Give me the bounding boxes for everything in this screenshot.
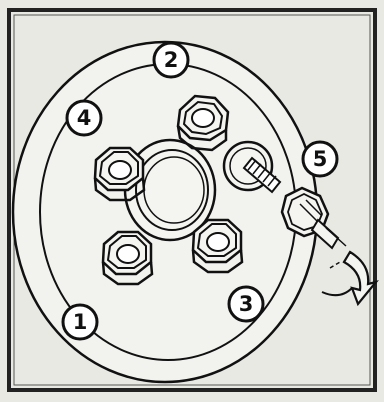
callout-1: 1	[63, 305, 97, 339]
callout-label: 5	[313, 147, 328, 171]
callout-label: 1	[73, 310, 88, 334]
callout-4: 4	[67, 101, 101, 135]
callout-label: 3	[239, 292, 254, 316]
callout-label: 2	[164, 48, 179, 72]
callout-label: 4	[77, 106, 92, 130]
callout-3: 3	[229, 287, 263, 321]
rotation-arrow-icon	[322, 252, 376, 304]
callout-2: 2	[154, 43, 188, 77]
callout-5: 5	[303, 142, 337, 176]
